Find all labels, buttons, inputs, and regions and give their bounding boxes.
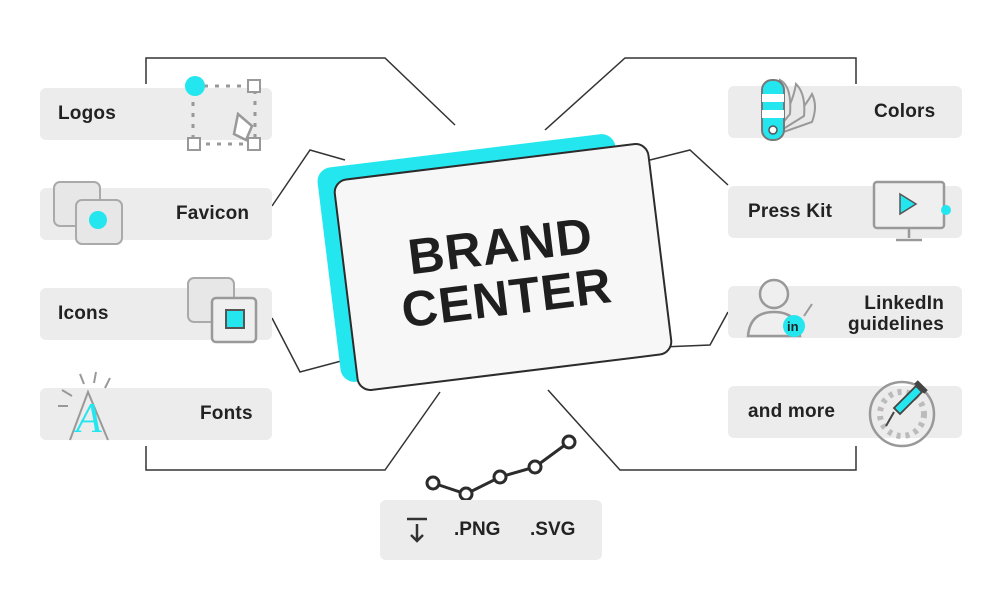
png-format[interactable]: .PNG (454, 519, 501, 540)
icons-label: Icons (58, 303, 109, 324)
linkedin-label: LinkedIn guidelines (848, 293, 944, 336)
download-formats[interactable]: .PNG .SVG (380, 500, 602, 560)
color-swatch-icon (761, 78, 816, 141)
trend-line-icon (425, 434, 577, 502)
font-letter-icon: A (58, 371, 111, 442)
fonts-item[interactable]: A Fonts (40, 371, 272, 442)
press-kit-label: Press Kit (748, 201, 833, 222)
linkedin-user-icon: in (746, 278, 813, 338)
logo-frame-icon (185, 76, 261, 151)
linkedin-label-line2: guidelines (848, 313, 944, 335)
colors-label: Colors (874, 101, 936, 122)
favicon-item[interactable]: Favicon (40, 181, 272, 245)
svg-text:in: in (787, 319, 799, 334)
svg-text:A: A (73, 396, 102, 442)
brand-center-card[interactable]: BRAND CENTER (332, 141, 674, 393)
press-kit-item[interactable]: Press Kit (728, 180, 962, 242)
colors-item[interactable]: Colors (728, 78, 962, 141)
linkedin-guidelines-item[interactable]: in LinkedIn guidelines (728, 278, 962, 338)
favicon-label: Favicon (176, 203, 250, 224)
icon-squares-icon (187, 277, 258, 344)
color-picker-icon (868, 380, 936, 448)
and-more-item[interactable]: and more (728, 380, 962, 448)
monitor-icon (872, 180, 951, 242)
fonts-label: Fonts (200, 403, 253, 424)
logos-item[interactable]: Logos (40, 76, 272, 151)
linkedin-label-line1: LinkedIn (864, 293, 944, 314)
download-icon (407, 517, 427, 543)
and-more-label: and more (748, 401, 836, 422)
favicon-icon (53, 181, 123, 245)
logos-label: Logos (58, 103, 116, 124)
brand-center-title: BRAND CENTER (341, 201, 665, 342)
svg-format[interactable]: .SVG (530, 519, 576, 540)
icons-item[interactable]: Icons (40, 277, 272, 344)
